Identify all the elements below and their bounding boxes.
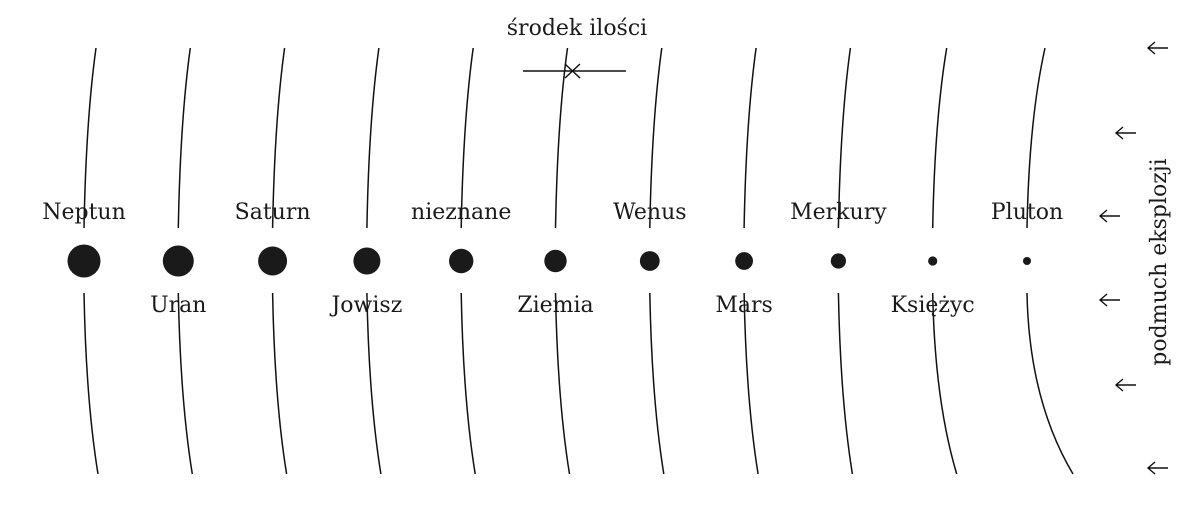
planet-label-ziemia: Ziemia bbox=[517, 293, 593, 318]
wavefront-upper-7 bbox=[649, 47, 663, 229]
left-arrow-icon-1 bbox=[1146, 41, 1168, 55]
planet-neptun bbox=[67, 244, 101, 278]
left-arrow-icon-4 bbox=[1098, 293, 1120, 307]
planet-label-neptun: Neptun bbox=[42, 200, 126, 225]
wavefront-upper-6 bbox=[554, 47, 569, 229]
wavefront-lower-7 bbox=[649, 292, 665, 475]
planet-label-saturn: Saturn bbox=[235, 200, 311, 225]
wavefront-lower-3 bbox=[271, 292, 288, 475]
wavefront-lower-9 bbox=[837, 292, 854, 475]
planet-ksi-yc bbox=[928, 256, 938, 266]
wavefront-upper-1 bbox=[83, 47, 97, 229]
left-arrow-icon-6 bbox=[1146, 461, 1168, 475]
planet-nieznane bbox=[449, 248, 474, 274]
planet-mars bbox=[735, 252, 753, 270]
blast-label: podmuch eksplozji bbox=[1147, 158, 1172, 365]
left-arrow-icon-2 bbox=[1114, 126, 1136, 140]
planet-label-uran: Uran bbox=[150, 293, 206, 318]
wavefront-lower-4 bbox=[366, 292, 382, 475]
planet-label-jowisz: Jowisz bbox=[329, 293, 402, 318]
center-of-mass-cross-b bbox=[564, 63, 581, 79]
planet-dots bbox=[67, 244, 1031, 278]
wavefront-upper-2 bbox=[177, 47, 192, 229]
wavefront-upper-9 bbox=[837, 47, 852, 229]
planet-label-pluton: Pluton bbox=[991, 200, 1063, 225]
planet-label-wenus: Wenus bbox=[613, 200, 686, 225]
planet-label-ksi-yc: Księżyc bbox=[891, 293, 975, 318]
planet-uran bbox=[162, 245, 194, 277]
wavefront-upper-10 bbox=[931, 47, 948, 229]
wavefront-upper-8 bbox=[743, 47, 757, 229]
wavefront-upper-3 bbox=[271, 47, 286, 229]
center-of-mass-marker bbox=[523, 63, 626, 79]
blast-arrows bbox=[1098, 41, 1168, 475]
wavefront-lower-5 bbox=[460, 292, 476, 475]
planet-jowisz bbox=[353, 247, 381, 275]
planet-saturn bbox=[258, 246, 288, 276]
wavefront-lower-2 bbox=[177, 292, 194, 475]
left-arrow-icon-5 bbox=[1114, 378, 1136, 392]
wavefront-upper-11 bbox=[1026, 47, 1046, 229]
wavefront-lower-10 bbox=[931, 292, 958, 475]
planet-ziemia bbox=[544, 249, 567, 273]
planet-wenus bbox=[639, 251, 660, 271]
planet-label-nieznane: nieznane bbox=[411, 200, 511, 225]
wavefront-upper-4 bbox=[366, 47, 380, 229]
wavefront-lower-1 bbox=[83, 292, 99, 475]
planet-merkury bbox=[830, 253, 847, 269]
planet-label-merkury: Merkury bbox=[790, 200, 887, 225]
wavefront-lower-6 bbox=[554, 292, 571, 475]
left-arrow-icon-3 bbox=[1098, 209, 1120, 223]
wavefront-upper-5 bbox=[460, 47, 474, 229]
wavefront-lower-11 bbox=[1026, 292, 1074, 475]
planet-label-mars: Mars bbox=[715, 293, 772, 318]
center-of-mass-label: środek ilości bbox=[507, 16, 647, 41]
planet-pluton bbox=[1023, 257, 1031, 265]
wavefront-curves bbox=[83, 47, 1074, 475]
wavefront-lower-8 bbox=[743, 292, 759, 475]
